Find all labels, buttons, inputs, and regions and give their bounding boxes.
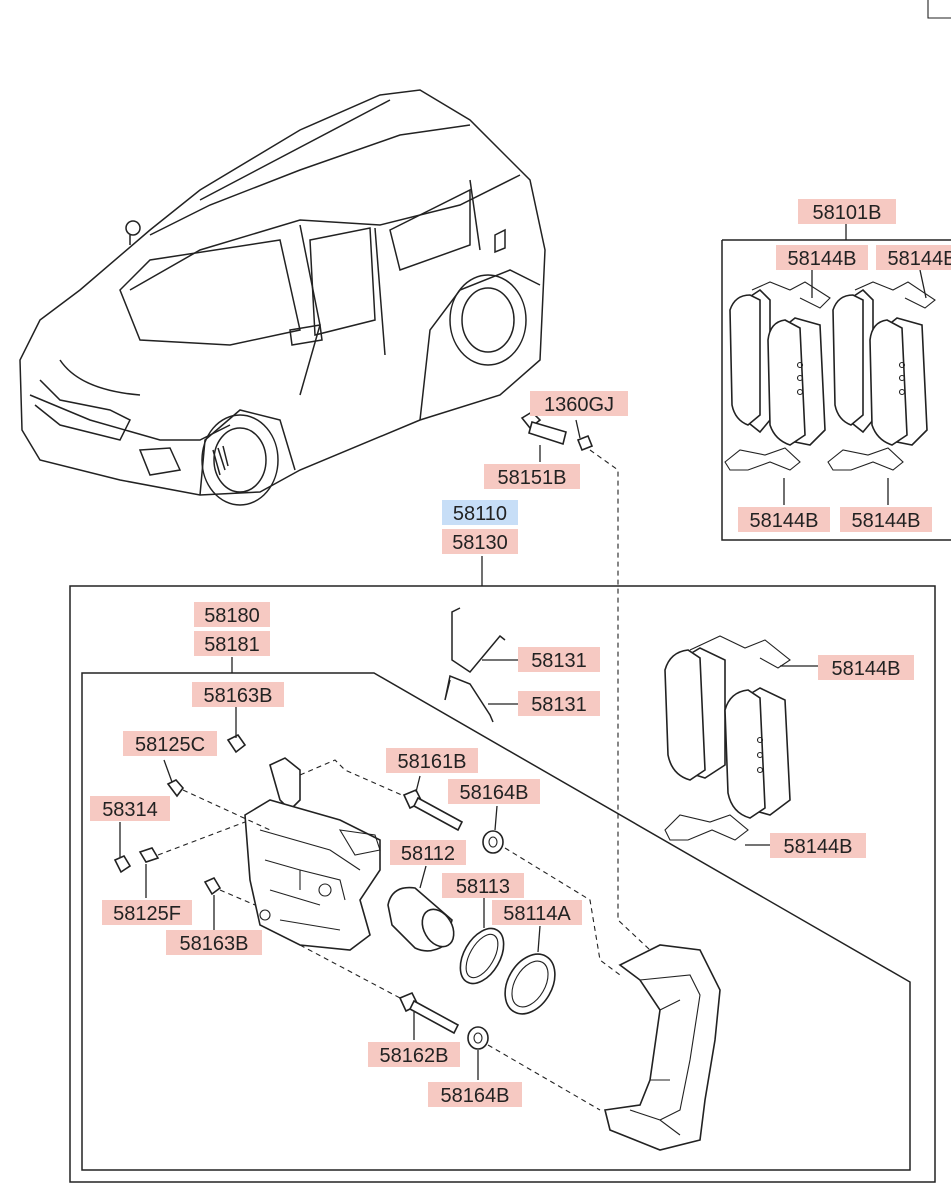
suv-vehicle-icon bbox=[19, 89, 546, 506]
svg-text:58163B: 58163B bbox=[204, 685, 273, 707]
caliper-body-icon bbox=[244, 757, 381, 951]
svg-text:58164B: 58164B bbox=[441, 1085, 510, 1107]
label-boot-bottom[interactable]: 58164B bbox=[428, 1082, 522, 1107]
svg-text:58110: 58110 bbox=[453, 503, 507, 525]
pad-kit-box bbox=[721, 239, 951, 541]
svg-text:1360GJ: 1360GJ bbox=[544, 394, 614, 416]
svg-text:58144B: 58144B bbox=[788, 248, 857, 270]
piston-icon bbox=[387, 886, 455, 952]
label-caliper-body-a[interactable]: 58180 bbox=[194, 602, 270, 627]
svg-text:58314: 58314 bbox=[102, 799, 158, 821]
label-pad-spring-tl[interactable]: 58144B bbox=[776, 245, 868, 270]
svg-text:58114A: 58114A bbox=[503, 903, 571, 925]
svg-text:58144B: 58144B bbox=[784, 836, 853, 858]
label-bolt-guide-top[interactable]: 58163B bbox=[192, 682, 284, 707]
svg-text:58144B: 58144B bbox=[852, 510, 921, 532]
boot-bottom bbox=[467, 1026, 489, 1050]
svg-text:58164B: 58164B bbox=[460, 782, 529, 804]
label-caliper-assy-selected[interactable]: 58110 bbox=[442, 500, 518, 525]
label-piston-boot[interactable]: 58114A bbox=[492, 900, 582, 925]
svg-text:58151B: 58151B bbox=[498, 467, 567, 489]
brake-pad-icon bbox=[664, 635, 791, 841]
label-assy-pad-kit[interactable]: 58101B bbox=[798, 199, 896, 224]
label-spring-clip-2[interactable]: 58131 bbox=[518, 691, 600, 716]
svg-text:58113: 58113 bbox=[456, 876, 510, 898]
label-spring-clip-1[interactable]: 58131 bbox=[518, 647, 600, 672]
caliper-assy-box bbox=[69, 585, 936, 1183]
caliper-body-box bbox=[81, 672, 911, 1171]
svg-text:58131: 58131 bbox=[531, 694, 587, 716]
label-guide-rod-top[interactable]: 58161B bbox=[386, 748, 478, 773]
svg-text:58180: 58180 bbox=[204, 605, 260, 627]
svg-text:58144B: 58144B bbox=[888, 248, 951, 270]
label-bleeder-cap[interactable]: 58125C bbox=[123, 731, 217, 756]
label-pad-spring-bl[interactable]: 58144B bbox=[738, 507, 830, 532]
label-bolt-guide-bottom[interactable]: 58163B bbox=[166, 930, 262, 955]
label-caliper-body-b[interactable]: 58181 bbox=[194, 631, 270, 656]
svg-text:58125C: 58125C bbox=[135, 734, 205, 756]
svg-text:58181: 58181 bbox=[204, 634, 260, 656]
svg-text:58161B: 58161B bbox=[398, 751, 467, 773]
svg-text:58112: 58112 bbox=[401, 843, 455, 865]
label-guide-rod-bottom[interactable]: 58162B bbox=[368, 1042, 460, 1067]
label-boot-top[interactable]: 58164B bbox=[448, 779, 540, 804]
label-piston[interactable]: 58112 bbox=[390, 840, 466, 865]
label-bolt-top[interactable]: 58151B bbox=[484, 464, 580, 489]
label-pad-spring-upper[interactable]: 58144B bbox=[818, 655, 914, 680]
boot-top bbox=[482, 830, 504, 854]
svg-text:58163B: 58163B bbox=[180, 933, 249, 955]
svg-text:58101B: 58101B bbox=[813, 202, 882, 224]
svg-text:58131: 58131 bbox=[531, 650, 587, 672]
label-piston-seal[interactable]: 58113 bbox=[442, 873, 524, 898]
svg-text:58144B: 58144B bbox=[750, 510, 819, 532]
corner-mark bbox=[927, 0, 951, 19]
label-pad-spring-tr[interactable]: 58144B bbox=[876, 245, 951, 270]
label-nut-top[interactable]: 1360GJ bbox=[530, 391, 628, 416]
carrier-bracket-icon bbox=[604, 944, 721, 1151]
label-pad-spring-lower[interactable]: 58144B bbox=[770, 833, 866, 858]
bolt-icon bbox=[520, 410, 594, 452]
label-pad-spring-br[interactable]: 58144B bbox=[840, 507, 932, 532]
svg-text:58125F: 58125F bbox=[113, 903, 181, 925]
brake-pad-icon bbox=[724, 281, 936, 471]
svg-text:58130: 58130 bbox=[452, 532, 508, 554]
label-caliper-assy[interactable]: 58130 bbox=[442, 529, 518, 554]
svg-text:58144B: 58144B bbox=[832, 658, 901, 680]
label-bleeder-screw[interactable]: 58314 bbox=[90, 796, 170, 821]
svg-text:58162B: 58162B bbox=[380, 1045, 449, 1067]
label-bleeder-f[interactable]: 58125F bbox=[102, 900, 192, 925]
